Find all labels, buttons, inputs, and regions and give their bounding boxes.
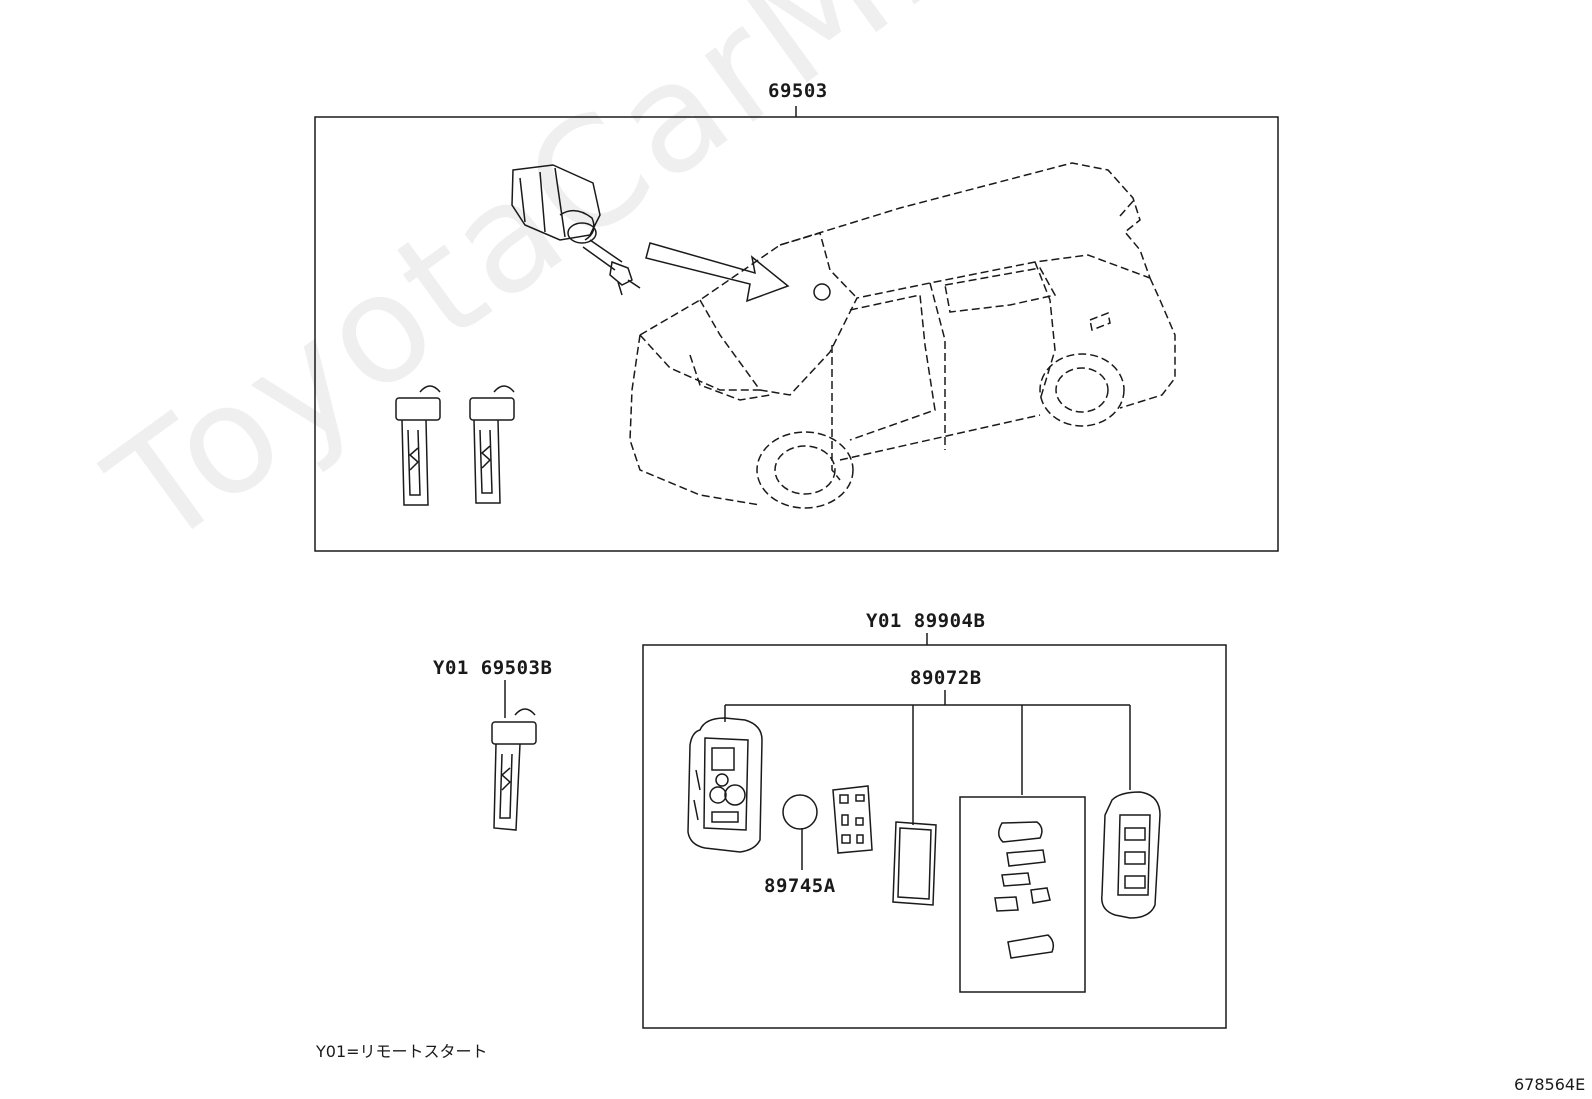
part-label-y01-89904b: Y01 89904B: [866, 610, 986, 632]
part-label-y01-69503b: Y01 69503B: [433, 657, 553, 679]
button-set-frame: [960, 797, 1085, 992]
arrow-icon: [646, 243, 788, 301]
part-label-89745a: 89745A: [764, 875, 836, 897]
gasket-icon: [893, 822, 936, 905]
spare-key-icon: [492, 709, 536, 830]
button-set-icon: [995, 822, 1053, 958]
footnote: Y01=リモートスタート: [316, 1042, 488, 1061]
vehicle-icon: [630, 163, 1175, 505]
part-label-69503: 69503: [768, 80, 828, 102]
frame-89904b: [643, 645, 1226, 1028]
transmitter-cover-icon: [1102, 792, 1160, 918]
key-blade-icon: [470, 386, 514, 503]
vehicle-wheel-rear-icon: [1040, 354, 1124, 426]
lock-location-marker: [814, 284, 830, 300]
frame-69503: [315, 117, 1278, 551]
lock-cylinder-icon: [512, 165, 640, 295]
vehicle-wheel-front-icon: [757, 432, 853, 508]
key-blade-icon: [396, 386, 440, 505]
transmitter-case-icon: [688, 718, 762, 852]
circuit-board-icon: [833, 786, 872, 853]
battery-icon: [783, 795, 817, 829]
part-label-89072b: 89072B: [910, 667, 982, 689]
illustration-number: 678564E: [1514, 1075, 1586, 1094]
